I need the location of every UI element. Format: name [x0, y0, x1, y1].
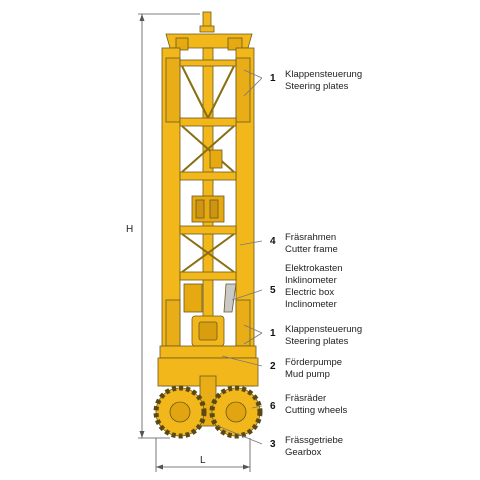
- dimension-l-arrow-left: [156, 464, 163, 470]
- steering-plate-upper-left: [165, 57, 181, 123]
- electric-box: [183, 283, 203, 313]
- leader-lines: [217, 69, 263, 445]
- steering-plate-lower-left: [165, 299, 181, 347]
- inclinometer: [223, 283, 237, 313]
- hose-guide-collar: [199, 25, 215, 33]
- cutter-machine: [157, 11, 259, 427]
- callout-label-en: Electric box: [285, 287, 334, 298]
- callout-label-de-2: Inklinometer: [285, 275, 337, 286]
- top-bracket-right: [227, 37, 243, 51]
- dimension-l: [155, 438, 251, 472]
- dimension-h-arrow-bottom: [139, 431, 145, 438]
- callout-number: 6: [270, 401, 276, 412]
- leader-3: [217, 425, 263, 445]
- cutting-wheels: [153, 385, 263, 439]
- cross-beam-1: [179, 59, 237, 67]
- callout-label-en: Steering plates: [285, 81, 349, 92]
- lower-frame: [159, 345, 257, 359]
- callout-number: 3: [270, 439, 276, 450]
- cylinder-b: [209, 199, 219, 219]
- leader-1-lower-b: [243, 332, 263, 345]
- dimension-h-label: H: [126, 224, 133, 235]
- callout-label-en: Cutter frame: [285, 244, 338, 255]
- hydraulic-unit: [209, 149, 223, 169]
- callout-label-de: Klappensteuerung: [285, 324, 362, 335]
- callout-label-en: Mud pump: [285, 369, 330, 380]
- callout-label-en-2: Inclinometer: [285, 299, 337, 310]
- callout-number: 2: [270, 361, 276, 372]
- dimension-h-arrow-top: [139, 14, 145, 21]
- leader-4: [239, 240, 263, 246]
- cross-beam-2: [179, 117, 237, 127]
- cross-beam-4: [179, 225, 237, 235]
- callout-cutter-frame: 4 Fräsrahmen Cutter frame: [270, 232, 338, 255]
- leader-1-upper-a: [243, 69, 263, 79]
- callout-label-de: Fräsräder: [285, 393, 326, 404]
- callout-steering-plates-lower: 1 Klappensteuerung Steering plates: [270, 324, 362, 347]
- mud-pump: [198, 321, 218, 341]
- callout-label-de: Frässgetriebe: [285, 435, 343, 446]
- dimension-l-label: L: [200, 455, 206, 466]
- callout-number: 4: [270, 236, 276, 247]
- callout-label-de: Elektrokasten: [285, 263, 343, 274]
- dimension-l-arrow-right: [243, 464, 250, 470]
- cutting-wheel-right: [209, 385, 263, 439]
- callout-number: 1: [270, 328, 276, 339]
- callout-label-en: Gearbox: [285, 447, 322, 458]
- top-bracket-left: [175, 37, 189, 51]
- central-mast: [202, 47, 214, 329]
- callout-label-de: Fräsrahmen: [285, 232, 336, 243]
- leader-5: [231, 289, 263, 301]
- callout-cutting-wheels: 6 Fräsräder Cutting wheels: [270, 393, 348, 416]
- callout-steering-plates-upper: 1 Klappensteuerung Steering plates: [270, 69, 362, 92]
- callout-label-de: Förderpumpe: [285, 357, 342, 368]
- leader-1-lower-a: [243, 324, 263, 334]
- diagonal-bracing: [181, 65, 235, 273]
- leader-2: [221, 355, 263, 367]
- steering-plate-upper-right: [235, 57, 251, 123]
- leader-6: [251, 405, 263, 409]
- cross-beam-5: [179, 271, 237, 281]
- steering-plate-lower-right: [235, 299, 251, 347]
- callout-gearbox: 3 Frässgetriebe Gearbox: [270, 435, 343, 458]
- callout-label-de: Klappensteuerung: [285, 69, 362, 80]
- cylinder-a: [195, 199, 205, 219]
- cutting-wheel-left: [153, 385, 207, 439]
- callout-label-en: Cutting wheels: [285, 405, 348, 416]
- callout-mud-pump: 2 Förderpumpe Mud pump: [270, 357, 342, 380]
- cross-beam-3: [179, 171, 237, 181]
- callout-number: 5: [270, 285, 276, 296]
- dimension-h: [138, 13, 200, 439]
- leader-1-upper-b: [243, 77, 263, 97]
- callout-electric-box: 5 Elektrokasten Inklinometer Electric bo…: [270, 263, 343, 310]
- callout-number: 1: [270, 73, 276, 84]
- callout-label-en: Steering plates: [285, 336, 349, 347]
